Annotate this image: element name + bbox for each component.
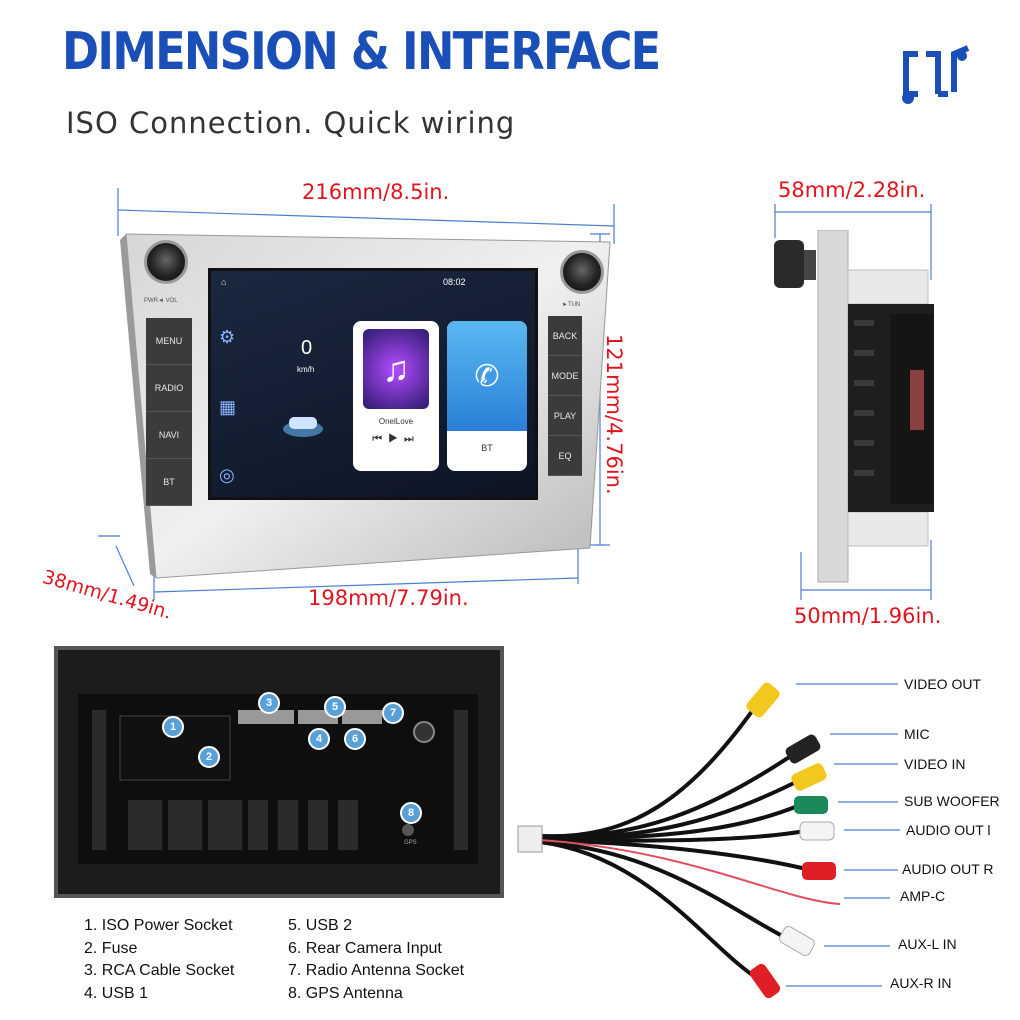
page-title: DIMENSION & INTERFACE <box>62 22 661 82</box>
legend-column-1: 1. ISO Power Socket 2. Fuse 3. RCA Cable… <box>84 915 234 1005</box>
navigation-icon[interactable]: ◎ <box>219 465 235 485</box>
badge-1: 1 <box>162 716 184 738</box>
knob-left-label: PWR◄ VOL <box>144 298 178 304</box>
tune-knob[interactable] <box>560 250 604 294</box>
media-controls[interactable]: ⏮▶⏭ <box>372 433 420 445</box>
head-unit-front: PWR◄ VOL ►TUN MENU RADIO NAVI BT BACK MO… <box>120 228 614 580</box>
badge-8: 8 <box>400 802 422 824</box>
cable-label-mic: MIC <box>904 726 930 742</box>
legend-item: 2. Fuse <box>84 939 138 957</box>
side-dimension-bottom: 50mm/1.96in. <box>794 604 942 628</box>
interface-connector-icon <box>898 42 976 108</box>
volume-knob[interactable] <box>144 240 188 284</box>
right-button-column: BACK MODE PLAY EQ <box>548 316 582 478</box>
cable-label-audio-out-l: AUDIO OUT l <box>906 822 991 838</box>
side-dimension-guides <box>774 204 932 600</box>
side-view-unit <box>770 229 940 590</box>
dimension-width-top: 216mm/8.5in. <box>302 180 450 204</box>
music-card[interactable]: ♫ OnelLove ⏮▶⏭ <box>353 321 439 471</box>
badge-4: 4 <box>308 728 330 750</box>
radio-button[interactable]: RADIO <box>146 365 192 412</box>
legend-item: 7. Radio Antenna Socket <box>288 962 465 979</box>
bt-card[interactable]: ✆ BT <box>447 321 527 471</box>
speed-unit: km/h <box>297 365 315 374</box>
legend-item: 6. Rear Camera Input <box>288 939 442 957</box>
cable-label-sub-woofer: SUB WOOFER <box>904 793 1000 809</box>
cable-label-video-in: VIDEO IN <box>904 756 966 772</box>
touch-screen[interactable]: 08:02 ⌂ ⚙ ▦ ◎ 0 km/h ♫ OnelLove ⏮▶⏭ ✆ BT <box>208 268 538 500</box>
knob-right-label: ►TUN <box>562 302 581 308</box>
legend-item: 3. RCA Cable Socket <box>84 962 235 979</box>
settings-icon[interactable]: ⚙ <box>219 327 236 347</box>
dimension-width-bottom: 198mm/7.79in. <box>308 586 469 610</box>
side-dimension-top: 58mm/2.28in. <box>778 178 926 202</box>
music-title: OnelLove <box>378 417 414 426</box>
legend-item: 4. USB 1 <box>84 984 149 1002</box>
badge-7: 7 <box>382 702 404 724</box>
rca-cable-harness <box>517 682 900 999</box>
rear-panel: 1 2 3 4 5 6 7 8 GPS <box>54 646 504 898</box>
badge-3: 3 <box>258 692 280 714</box>
left-button-column: MENU RADIO NAVI BT <box>146 318 192 508</box>
mode-button[interactable]: MODE <box>548 356 582 396</box>
back-button[interactable]: BACK <box>548 316 582 356</box>
legend-item: 1. ISO Power Socket <box>84 917 233 934</box>
navi-button[interactable]: NAVI <box>146 412 192 459</box>
music-note-icon: ♫ <box>363 329 429 409</box>
status-time: 08:02 <box>443 277 466 287</box>
page-subtitle: ISO Connection. Quick wiring <box>66 106 516 140</box>
cable-label-aux-r-in: AUX-R IN <box>890 975 952 991</box>
badge-6: 6 <box>344 728 366 750</box>
eq-button[interactable]: EQ <box>548 436 582 476</box>
cable-label-audio-out-r: AUDIO OUT R <box>902 861 994 877</box>
badge-2: 2 <box>198 746 220 768</box>
bluetooth-phone-icon: ✆ <box>447 321 527 431</box>
play-button[interactable]: PLAY <box>548 396 582 436</box>
legend-item: 8. GPS Antenna <box>288 984 403 1002</box>
bt-card-label: BT <box>481 443 493 453</box>
badge-5: 5 <box>324 696 346 718</box>
menu-button[interactable]: MENU <box>146 318 192 365</box>
apps-icon[interactable]: ▦ <box>219 397 237 417</box>
cable-label-video-out: VIDEO OUT <box>904 676 982 692</box>
bt-button[interactable]: BT <box>146 459 192 506</box>
cable-label-amp-c: AMP-C <box>900 888 946 904</box>
speed-value: 0 <box>301 337 313 359</box>
legend-item: 5. USB 2 <box>288 917 353 934</box>
cable-label-aux-l-in: AUX-L IN <box>898 936 957 952</box>
car-icon <box>281 411 325 439</box>
gps-label: GPS <box>404 840 417 846</box>
legend-column-2: 5. USB 2 6. Rear Camera Input 7. Radio A… <box>288 915 464 1005</box>
rca-connectors <box>746 682 836 999</box>
home-icon[interactable]: ⌂ <box>221 277 227 287</box>
